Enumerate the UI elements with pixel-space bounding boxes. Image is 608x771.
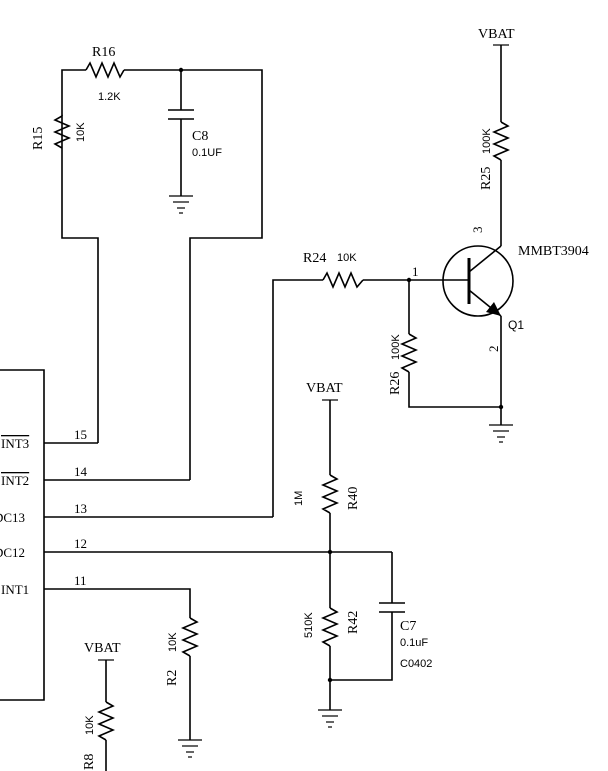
c7-value: 0.1uF — [400, 637, 428, 649]
r25-resistor — [491, 121, 511, 161]
q1-pin-1: 1 — [412, 264, 419, 279]
c7-lead-bottom — [330, 612, 393, 681]
r15-value: 10K — [75, 122, 87, 142]
r15-ref: R15 — [31, 127, 46, 150]
ic-pin-11-number: 11 — [74, 573, 87, 588]
wire-r15-r16 — [61, 69, 86, 116]
ic-pin-15-label: INT3 — [1, 436, 29, 451]
r40-resistor — [320, 474, 340, 514]
r24-ref: R24 — [303, 251, 326, 266]
junction-emitter — [498, 404, 504, 410]
q1-part: MMBT3904 — [518, 244, 589, 259]
c7-package: C0402 — [400, 658, 432, 670]
vbat-q1-label: VBAT — [478, 27, 515, 42]
r16-value: 1.2K — [98, 91, 121, 103]
ic-pin-11-label: INT1 — [1, 582, 29, 597]
c8-value: 0.1UF — [192, 147, 222, 159]
ic-pin-15-number: 15 — [74, 427, 87, 442]
r25-value: 100K — [481, 128, 493, 154]
c8-ref: C8 — [192, 129, 208, 144]
r24-value: 10K — [337, 252, 357, 264]
r2-ref: R2 — [165, 670, 180, 686]
r2-value: 10K — [167, 632, 179, 652]
ground-icon — [489, 424, 513, 443]
q1-ref: Q1 — [508, 318, 524, 332]
ic-pin-12-number: 12 — [74, 536, 87, 551]
c7-ref: C7 — [400, 619, 416, 634]
ic-pin-13-number: 13 — [74, 501, 87, 516]
ic-pin-11-line — [44, 588, 191, 618]
r8-ref: R8 — [82, 754, 97, 770]
ground-icon — [169, 195, 193, 214]
ground-icon — [178, 739, 202, 758]
ground-icon — [318, 709, 342, 728]
vbat-r8-label: VBAT — [84, 641, 121, 656]
ic-body — [0, 369, 45, 701]
q1-transistor-icon — [442, 245, 514, 317]
q1-pin-3: 3 — [470, 227, 485, 234]
r26-resistor — [399, 333, 419, 373]
ic-pin-12-label: DC12 — [0, 545, 25, 560]
ic-pin-13-label: DC13 — [0, 510, 25, 525]
r16-ref: R16 — [92, 45, 115, 60]
q1-collector-lead — [468, 245, 502, 273]
r26-value: 100K — [390, 334, 402, 360]
junction-divider — [327, 549, 333, 555]
r2-resistor — [180, 617, 200, 657]
wire-int3-r15 — [61, 152, 99, 443]
r40-ref: R40 — [346, 487, 361, 510]
r24-resistor — [322, 270, 364, 290]
wire-r16-int2 — [124, 69, 263, 480]
r16-resistor — [85, 60, 125, 80]
r26-ref: R26 — [388, 372, 403, 395]
wire-dc13-r24 — [272, 279, 323, 517]
wire-r26-emitter — [408, 372, 501, 408]
q1-pin-2: 2 — [486, 346, 501, 353]
r8-resistor — [96, 701, 116, 741]
ic-pin-14-number: 14 — [74, 464, 88, 479]
r40-value: 1M — [293, 491, 305, 506]
r42-value: 510K — [303, 612, 315, 638]
vbat-divider-label: VBAT — [306, 381, 343, 396]
r42-resistor — [320, 607, 340, 647]
r8-value: 10K — [84, 715, 96, 735]
ic-pin-14-label: INT2 — [1, 473, 29, 488]
r15-resistor — [52, 114, 72, 152]
r42-ref: R42 — [346, 611, 361, 634]
r25-ref: R25 — [479, 167, 494, 190]
q1-emitter-arrow — [486, 302, 501, 316]
